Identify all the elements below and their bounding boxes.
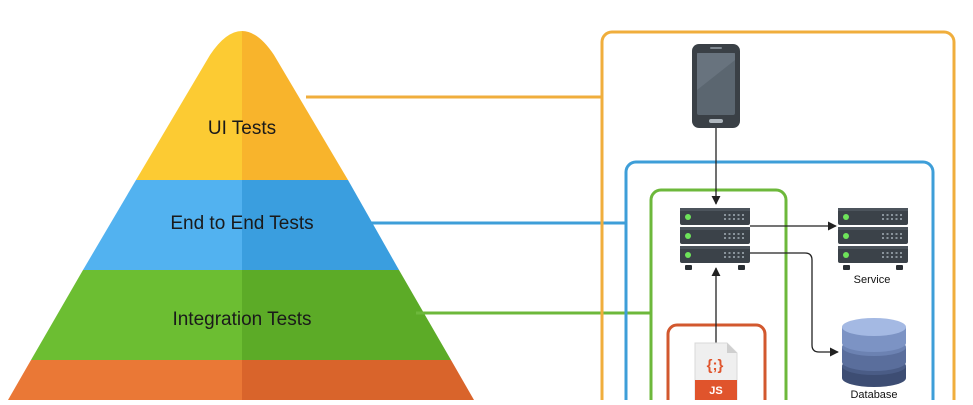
test-pyramid: UI Tests End to End Tests Integration Te… [8,31,474,400]
mobile-phone-icon [692,44,740,128]
service-server-icon [838,208,908,270]
arrow-server-to-database [750,252,839,357]
pyramid-label-ui: UI Tests [208,118,276,139]
pyramid-layer-ui: UI Tests [136,31,348,180]
js-file-label: JS [709,385,722,397]
js-file-braces: {;} [707,357,724,374]
pyramid-layer-e2e-right [242,180,399,270]
pyramid-layer-unit-left [8,360,242,400]
e2e-tests-frame [624,160,935,405]
pyramid-label-integration: Integration Tests [172,309,311,330]
integration-tests-frame [649,188,788,405]
pyramid-layer-unit-right [242,360,474,400]
pyramid-layer-integration-left [31,270,242,360]
architecture-arrows [711,128,839,357]
server-icon [680,208,750,270]
pyramid-layer-e2e: End to End Tests [83,180,399,270]
pyramid-layer-unit [8,360,474,400]
pyramid-layer-e2e-left [83,180,242,270]
pyramid-layer-integration-right [242,270,451,360]
database-label: Database [850,389,897,400]
pyramid-label-e2e: End to End Tests [170,213,313,234]
pyramid-layer-integration: Integration Tests [31,270,451,360]
javascript-file-icon: {;} JS [694,342,738,401]
ui-tests-frame [600,30,956,405]
pyramid-layer-ui-left [136,31,242,180]
connector-lines [306,95,651,315]
database-icon [842,318,906,387]
pyramid-layer-ui-right [242,31,348,180]
service-label: Service [854,274,891,286]
